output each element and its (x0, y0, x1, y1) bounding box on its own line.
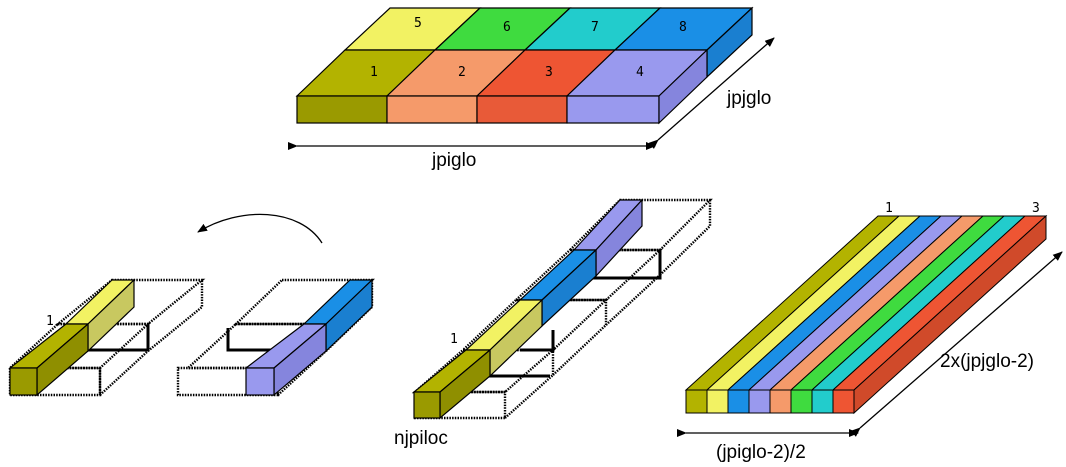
domain-number-8: 8 (679, 20, 687, 35)
slab-stripe-front-2 (706, 389, 729, 414)
domain-number-5: 5 (414, 16, 422, 31)
slab-start-label: 1 (885, 201, 893, 216)
front-face-1 (296, 95, 388, 124)
slab-stripe-front-5 (769, 389, 792, 414)
middle-stacked-subdomains: 1 njpiloc (394, 198, 713, 449)
front-face-2 (386, 95, 478, 124)
domain-number-3: 3 (545, 65, 553, 80)
slab-stripe-front-1 (685, 389, 708, 414)
left-olive-front (9, 367, 38, 396)
slab-stripe-front-7 (811, 389, 834, 414)
jpjglo-arrow (648, 37, 775, 149)
domain-number-6: 6 (503, 20, 511, 35)
middle-index-label: 1 (450, 332, 458, 347)
front-face-3 (476, 95, 568, 124)
mid-olive-front (413, 391, 441, 419)
slab-end-label: 3 (1032, 201, 1040, 216)
right-lavender-front (245, 367, 275, 396)
domain-number-1: 1 (370, 65, 378, 80)
front-face-4 (566, 95, 660, 124)
slab-stripe-front-6 (790, 389, 813, 414)
slab-x-label: (jpiglo-2)/2 (716, 442, 806, 463)
jpjglo-label: jpjglo (726, 88, 771, 109)
slab-stripe-front-3 (727, 389, 750, 414)
left-subdomain-a: 1 (6, 278, 206, 398)
slab-stripe-front-4 (748, 389, 771, 414)
left-subdomain-b (176, 278, 375, 397)
rotation-arrow (197, 213, 323, 244)
slab-y-label: 2x(jpjglo-2) (940, 351, 1034, 372)
left-index-label: 1 (46, 314, 54, 329)
njpiloc-label: njpiloc (394, 428, 448, 449)
folded-domain-slab (684, 214, 1048, 415)
domain-number-4: 4 (636, 65, 644, 80)
global-domain-grid: 5 6 7 8 1 2 3 4 jpiglo jpjglo (288, 6, 775, 171)
domain-number-7: 7 (591, 20, 599, 35)
slab-stripe-front-8 (832, 389, 855, 414)
slab-y-arrow (850, 251, 1063, 437)
jpiglo-label: jpiglo (431, 150, 476, 171)
domain-number-2: 2 (458, 65, 466, 80)
